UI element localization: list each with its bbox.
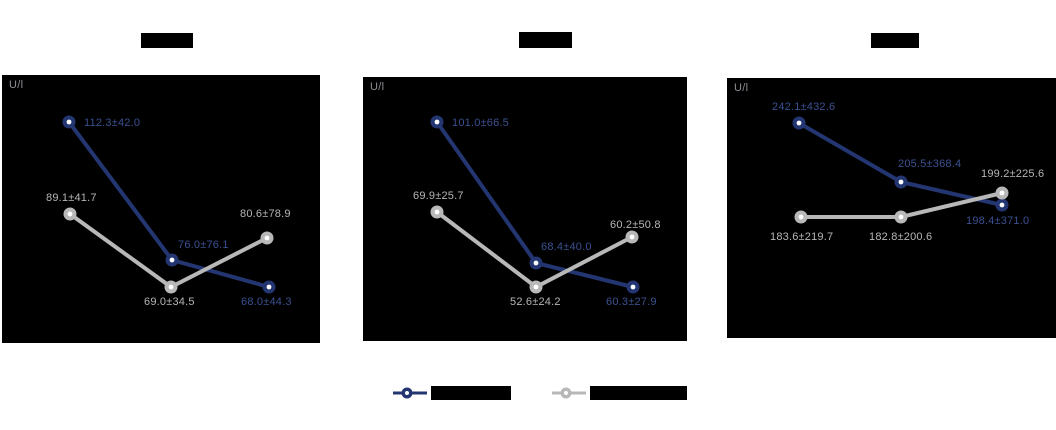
chart-svg-1: 112.3±42.0 76.0±76.1 68.0±44.3 89.1±41.7 69.… — [46, 115, 292, 308]
chart-panel-2: U/l 101.0±66.5 68.4±40.0 60.3±27.9 69.9±25.… — [363, 77, 687, 341]
data-point-marker-center — [66, 119, 72, 125]
data-point-marker-center — [999, 202, 1005, 208]
panel-3-title-redacted — [871, 33, 919, 48]
chart-svg-3: 242.1±432.6 205.5±368.4 198.4±371.0 183.6±2… — [770, 101, 1044, 243]
data-point-label-blue-1: 101.0±66.5 — [452, 117, 509, 129]
data-point-label-blue-3: 198.4±371.0 — [966, 215, 1029, 227]
data-point-marker-center — [169, 257, 175, 263]
data-point-label-gray-3: 60.2±50.8 — [610, 219, 661, 231]
data-point-label-gray-2: 69.0±34.5 — [144, 296, 195, 308]
chart-panel-3: U/l 242.1±432.6 205.5±368.4 198.4±371.0 183… — [727, 78, 1056, 338]
legend-marker-gray-icon — [552, 387, 586, 399]
data-point-marker-center — [266, 284, 272, 290]
legend-label-gray-redacted — [590, 386, 687, 400]
data-point-marker-center — [999, 190, 1005, 196]
y-axis-unit: U/l — [734, 82, 749, 94]
chart-svg-2: 101.0±66.5 68.4±40.0 60.3±27.9 69.9±25.7 52.… — [413, 115, 661, 308]
data-point-label-blue-1: 242.1±432.6 — [772, 101, 835, 113]
data-point-marker-center — [796, 120, 802, 126]
panel-1-title-redacted — [141, 33, 193, 48]
data-point-marker-center — [67, 211, 73, 217]
data-point-marker-center — [898, 179, 904, 185]
data-point-label-gray-1: 183.6±219.7 — [770, 231, 833, 243]
legend-label-blue-redacted — [431, 386, 511, 400]
series-line-gray — [435, 210, 633, 290]
data-point-marker-center — [434, 209, 440, 215]
series-line-gray — [68, 212, 268, 290]
data-point-marker-center — [264, 235, 270, 241]
data-point-marker-center — [898, 214, 904, 220]
data-point-label-blue-2: 68.4±40.0 — [541, 241, 592, 253]
data-point-label-blue-1: 112.3±42.0 — [84, 117, 140, 129]
data-point-marker-center — [629, 234, 635, 240]
data-point-marker-center — [533, 284, 539, 290]
data-point-marker-center — [798, 214, 804, 220]
legend-item-gray — [552, 381, 687, 405]
data-point-marker-center — [434, 119, 440, 125]
y-axis-unit: U/l — [9, 79, 24, 91]
y-axis-unit: U/l — [370, 81, 385, 93]
data-point-label-gray-3: 199.2±225.6 — [981, 168, 1044, 180]
data-point-label-blue-2: 76.0±76.1 — [178, 239, 229, 251]
data-point-marker-center — [533, 260, 539, 266]
data-point-label-gray-1: 69.9±25.7 — [413, 190, 464, 202]
chart-panel-1: U/l 112.3±42.0 76.0±76.1 68.0±44.3 89.1±41.… — [2, 75, 320, 343]
panel-2-title-redacted — [519, 32, 572, 48]
data-point-label-blue-3: 60.3±27.9 — [606, 296, 657, 308]
data-point-marker-center — [630, 284, 636, 290]
data-point-label-gray-3: 80.6±78.9 — [240, 208, 291, 220]
legend-item-blue — [393, 381, 511, 405]
data-point-label-gray-2: 182.8±200.6 — [869, 231, 932, 243]
legend-marker-blue-icon — [393, 387, 427, 399]
data-point-label-blue-3: 68.0±44.3 — [241, 296, 292, 308]
data-point-marker-center — [168, 284, 174, 290]
legend — [0, 378, 1056, 402]
data-point-label-gray-1: 89.1±41.7 — [46, 192, 97, 204]
data-point-label-blue-2: 205.5±368.4 — [898, 158, 961, 170]
data-point-label-gray-2: 52.6±24.2 — [510, 296, 561, 308]
